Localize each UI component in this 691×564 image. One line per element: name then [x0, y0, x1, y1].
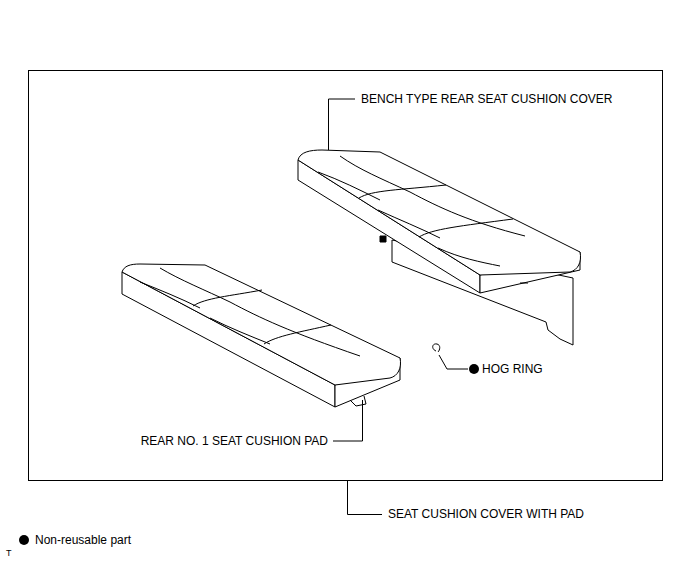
frame [29, 71, 663, 481]
seat-cushion-cover [298, 150, 581, 345]
figure-code: T [6, 548, 12, 559]
legend-text: Non-reusable part [35, 533, 131, 547]
part-name: SEAT CUSHION COVER WITH PAD [388, 507, 584, 521]
non-reusable-dot [469, 364, 479, 374]
legend-dot [19, 535, 29, 545]
part-name: REAR NO. 1 SEAT CUSHION PAD [141, 434, 328, 448]
leader-lines [329, 99, 469, 515]
hog-ring-symbol [433, 344, 440, 352]
seat-cushion-pad [122, 264, 401, 407]
part-name: HOG RING [482, 362, 543, 376]
part-name: BENCH TYPE REAR SEAT CUSHION COVER [361, 92, 612, 106]
